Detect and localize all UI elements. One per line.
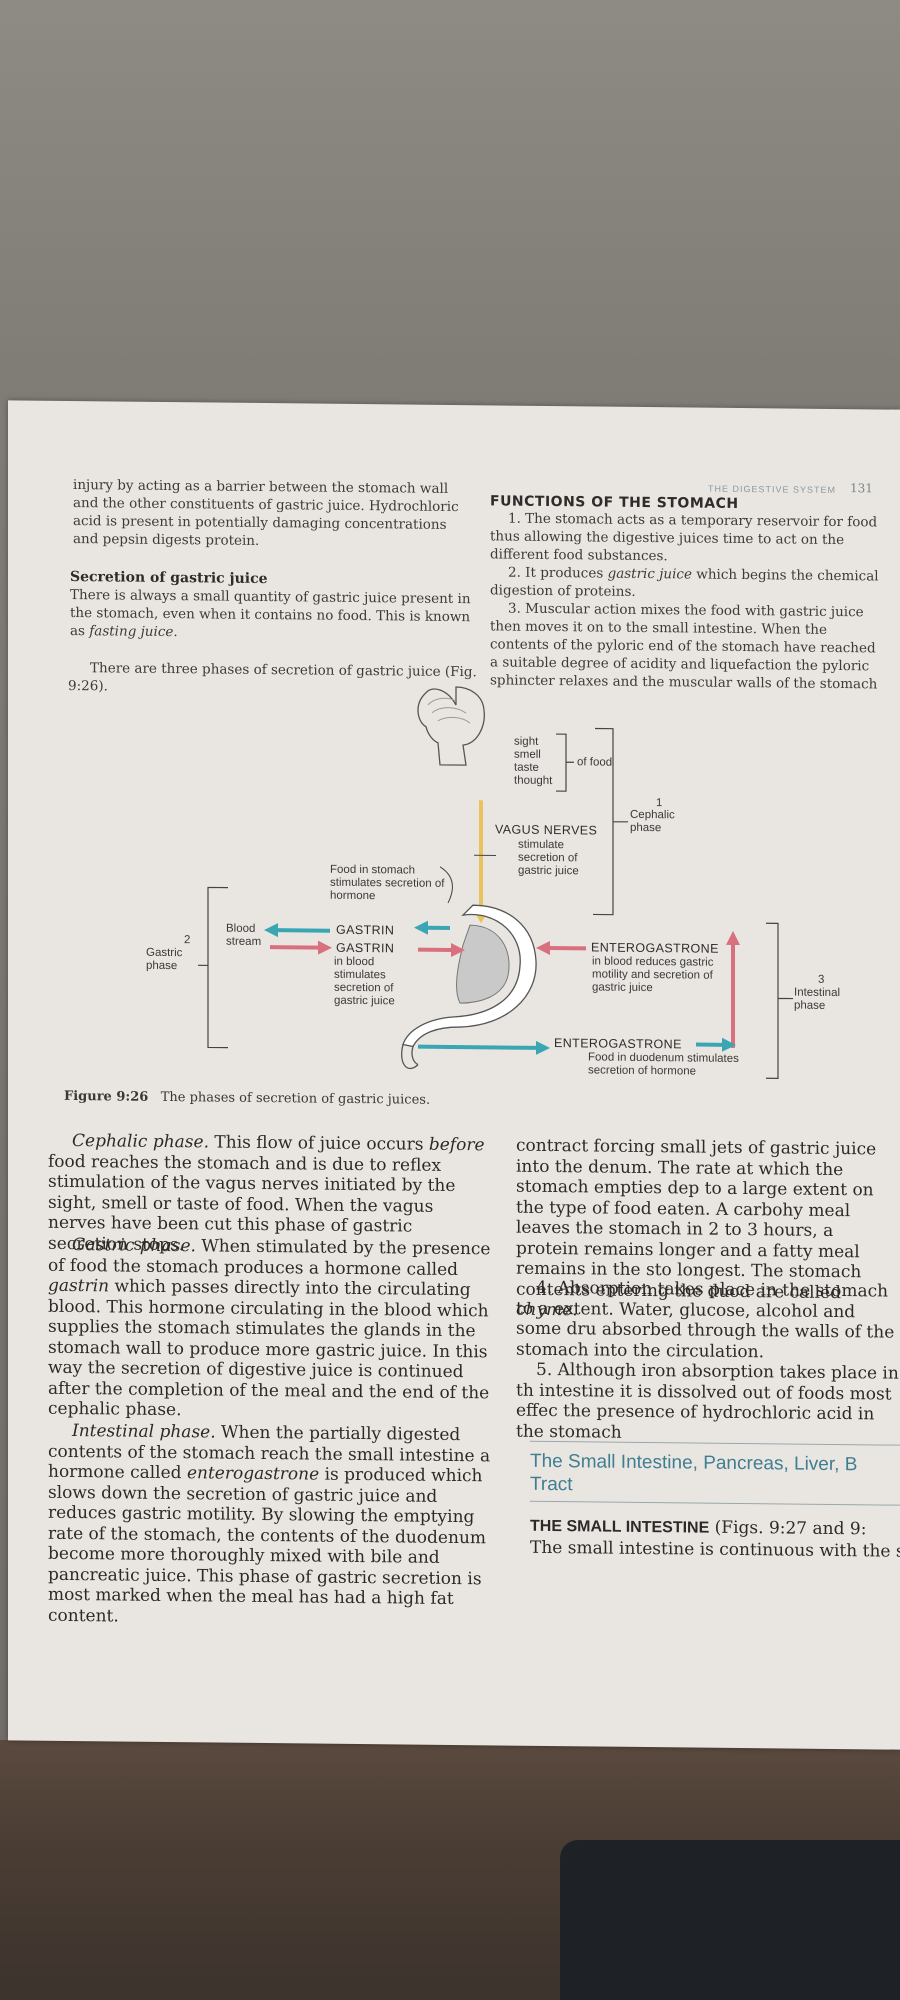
intestinal-number: 3 [818,973,825,986]
stomach-illustration [401,904,537,1070]
divider [530,1500,900,1506]
paragraph-intestinal: Intestinal phase. When the partially dig… [48,1420,491,1626]
figure-diagram [198,686,793,1079]
paragraph-gastric: Gastric phase. When stimulated by the pr… [48,1234,491,1421]
of-food-label: of food [577,756,613,769]
food-in-stomach-label: Food in stomach stimulates secretion of … [330,863,445,903]
head-illustration [417,686,485,766]
book-page: THE DIGESTIVE SYSTEM 131 injury by actin… [8,400,900,1750]
gastrin-description: in blood stimulates secretion of gastric… [334,955,395,1008]
list-item: 5. Although iron absorption takes place … [516,1359,899,1443]
intestinal-phase-label: Intestinal phase [794,986,841,1012]
vagus-description: stimulate secretion of gastric juice [518,838,579,878]
dark-object [560,1840,900,2000]
sense-label: taste [514,761,539,774]
cephalic-phase-label: Cephalic phase [630,808,675,835]
enterogastrone-label-2: ENTEROGASTRONE [554,1036,682,1052]
sense-label: sight [514,735,539,748]
enterogastrone-description: in blood reduces gastric motility and se… [592,955,714,995]
sense-label: thought [514,774,553,788]
gastric-number: 2 [184,934,191,947]
enterogastrone-description-2: Food in duodenum stimulates secretion of… [588,1051,739,1078]
blood-stream-label: Blood stream [226,922,262,948]
sense-label: smell [514,748,541,761]
list-item: 4. Absorption takes place in the stomach… [516,1277,895,1362]
vagus-nerves-label: VAGUS NERVES [495,822,598,838]
gastrin-label-2: GASTRIN [336,940,395,956]
gastric-phase-label: Gastric phase [146,946,183,973]
enterogastrone-label: ENTEROGASTRONE [591,940,719,956]
paragraph: The small intestine is continuous with t… [530,1537,900,1563]
small-intestine-heading: THE SMALL INTESTINE (Figs. 9:27 and 9: [530,1517,867,1540]
section-title: The Small Intestine, Pancreas, Liver, B … [530,1450,858,1496]
gastrin-label: GASTRIN [336,922,395,938]
